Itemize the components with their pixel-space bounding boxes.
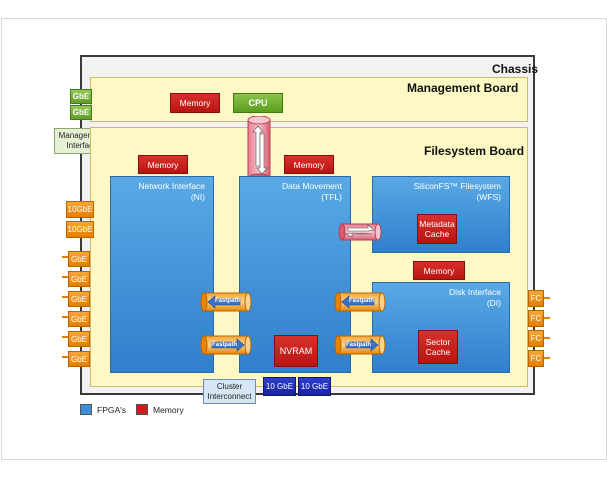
port-fc: FC (528, 310, 544, 327)
legend-fpga-label: FPGA's (97, 405, 127, 415)
fastpath-label: Fastpath (349, 298, 375, 304)
chassis-title: Chassis (492, 62, 539, 76)
fastpath-ni-tfl (200, 292, 252, 355)
ni-fpga: Network Interface (NI) (110, 176, 214, 373)
port-gbe: GbE (68, 311, 90, 327)
di-label: Disk Interface (DI) (449, 287, 501, 308)
ni-memory: Memory (138, 155, 188, 174)
port-pin (62, 316, 68, 318)
port-gbe: GbE (68, 251, 90, 267)
wfs-bus-connector (338, 223, 382, 241)
port-pin (62, 336, 68, 338)
port-gbe: GbE (68, 351, 90, 367)
di-memory: Memory (413, 261, 465, 280)
cluster-interconnect: Cluster Interconnect (203, 379, 256, 404)
tfl-memory: Memory (284, 155, 334, 174)
port-cluster-10gbe: 10 GbE (298, 377, 331, 396)
port-10gbe: 10GbE (66, 221, 94, 238)
legend-memory-label: Memory (153, 405, 184, 415)
port-pin (62, 356, 68, 358)
legend-fpga-swatch (80, 404, 92, 415)
tfl-fpga: Data Movement (TFL) (239, 176, 351, 373)
port-fc: FC (528, 350, 544, 367)
metadata-cache: Metadata Cache (417, 214, 457, 244)
ni-label: Network Interface (NI) (138, 181, 205, 202)
fastpath-label: Fastpath (346, 342, 372, 348)
fastpath-tfl-di (334, 292, 386, 355)
port-gbe: GbE (68, 271, 90, 287)
port-fc: FC (528, 330, 544, 347)
port-pin (544, 317, 550, 319)
mgmt-port-gbe: GbE (70, 105, 92, 120)
mgmt-port-gbe: GbE (70, 89, 92, 104)
port-pin (62, 296, 68, 298)
fastpath-label: Fastpath (215, 298, 241, 304)
port-cluster-10gbe: 10 GbE (263, 377, 296, 396)
port-gbe: GbE (68, 331, 90, 347)
port-pin (544, 357, 550, 359)
port-fc: FC (528, 290, 544, 307)
nvram: NVRAM (274, 335, 318, 367)
port-gbe: GbE (68, 291, 90, 307)
fastpath-label: Fastpath (212, 342, 238, 348)
port-pin (544, 297, 550, 299)
legend-memory-swatch (136, 404, 148, 415)
management-board (90, 77, 528, 122)
port-pin (62, 256, 68, 258)
wfs-label: SiliconFS™ Filesystem (WFS) (413, 181, 501, 202)
port-pin (62, 276, 68, 278)
management-board-title: Management Board (407, 81, 519, 95)
management-memory: Memory (170, 93, 220, 113)
cpu-bus-connector (247, 116, 271, 182)
sector-cache: Sector Cache (418, 330, 458, 364)
tfl-label: Data Movement (TFL) (282, 181, 342, 202)
port-pin (544, 337, 550, 339)
filesystem-board-title: Filesystem Board (424, 144, 525, 158)
cpu: CPU (233, 93, 283, 113)
port-10gbe: 10GbE (66, 201, 94, 218)
